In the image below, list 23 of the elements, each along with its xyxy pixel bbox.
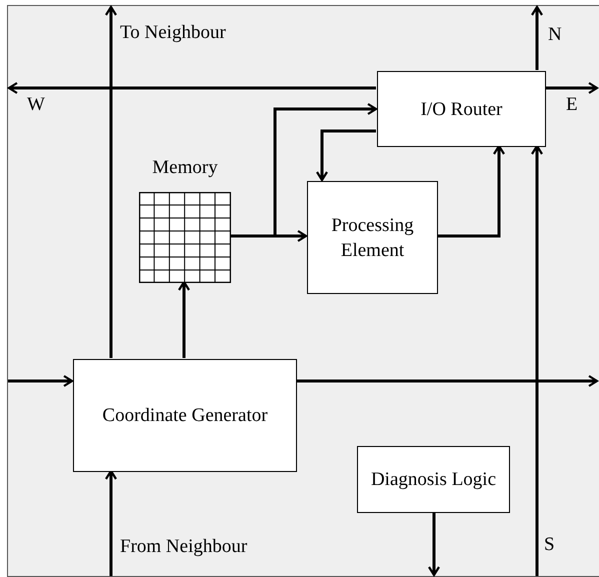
arrow — [104, 6, 118, 358]
direction-label: S — [544, 534, 555, 556]
process-box: I/O Router — [377, 71, 546, 147]
direction-label: N — [548, 24, 562, 46]
port-label: From Neighbour — [120, 536, 248, 558]
arrow — [296, 374, 598, 388]
arrow — [530, 6, 544, 70]
memory-label: Memory — [151, 156, 219, 180]
direction-label: W — [27, 94, 45, 116]
arrow — [437, 144, 506, 238]
arrow — [545, 82, 598, 94]
arrow — [8, 82, 376, 94]
arrow — [8, 374, 74, 388]
process-box: Coordinate Generator — [73, 359, 297, 472]
arrow — [428, 512, 440, 576]
process-box: Diagnosis Logic — [357, 446, 510, 513]
port-label: To Neighbour — [120, 22, 226, 44]
process-box: Processing Element — [307, 181, 438, 294]
direction-label: E — [566, 94, 578, 116]
arrow — [104, 470, 118, 576]
arrow — [530, 144, 544, 576]
arrow — [316, 130, 376, 182]
cell-panel — [7, 5, 599, 577]
